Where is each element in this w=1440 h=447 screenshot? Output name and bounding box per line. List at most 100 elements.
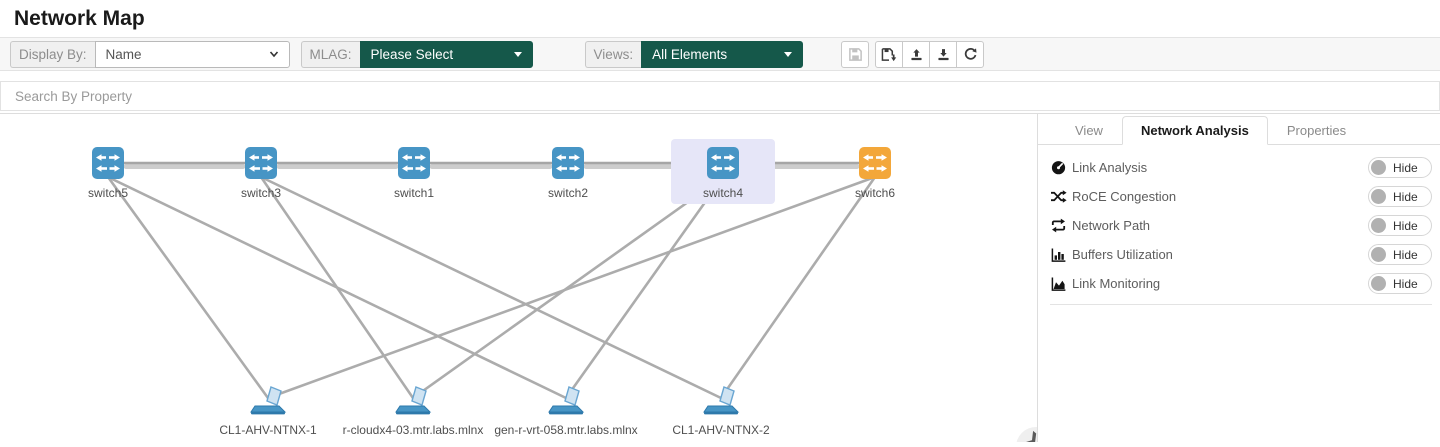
tab-properties[interactable]: Properties [1286,123,1347,138]
display-by-value: Name [105,46,142,62]
hide-toggle-network-path[interactable]: Hide [1368,215,1432,236]
switch-icon [707,147,739,184]
host-icon [248,386,288,421]
toggle-label: Hide [1393,189,1418,204]
toggle-knob [1371,218,1386,233]
panel-tabs: View Network Analysis Properties [1038,114,1440,145]
toggle-knob [1371,160,1386,175]
analysis-item-roce-congestion: RoCE Congestion Hide [1050,182,1432,211]
hide-toggle-roce-congestion[interactable]: Hide [1368,186,1432,207]
node-label: switch2 [547,186,588,200]
repeat-icon [1050,218,1072,233]
host-icon [546,386,586,421]
analysis-item-label: Link Monitoring [1072,276,1161,291]
mlag-group: MLAG: Please Select [300,40,533,68]
switch-icon [92,147,124,184]
node-switch2[interactable]: switch2 [516,139,620,200]
save-as-button[interactable] [875,40,904,68]
node-host2[interactable]: r-cloudx4-03.mtr.labs.mlnx [323,386,503,437]
analysis-item-network-path: Network Path Hide [1050,211,1432,240]
analysis-item-label: Link Analysis [1072,160,1148,175]
node-label: CL1-AHV-NTNX-2 [672,423,770,437]
analysis-item-buffers-utilization: Buffers Utilization Hide [1050,240,1432,269]
floppy-icon [848,47,863,62]
node-label: switch1 [393,186,434,200]
floppy-arrow-icon [881,47,897,62]
hide-toggle-buffers-utilization[interactable]: Hide [1368,244,1432,265]
node-switch4[interactable]: switch4 [671,139,775,204]
node-host4[interactable]: CL1-AHV-NTNX-2 [631,386,811,437]
hide-toggle-link-monitoring[interactable]: Hide [1368,273,1432,294]
toggle-label: Hide [1393,276,1418,291]
host-icon [701,386,741,421]
upload-button[interactable] [902,40,931,68]
chevron-down-icon [513,51,522,57]
save-button [841,40,870,68]
node-label: switch6 [854,186,895,200]
toggle-label: Hide [1393,247,1418,262]
download-button[interactable] [929,40,958,68]
node-label: CL1-AHV-NTNX-1 [219,423,317,437]
node-label: gen-r-vrt-058.mtr.labs.mlnx [494,423,638,437]
mlag-select[interactable]: Please Select [359,40,533,68]
search-input[interactable] [15,88,1439,104]
host-icon [393,386,433,421]
switch-icon [245,147,277,184]
analysis-item-label: RoCE Congestion [1072,189,1177,204]
node-host1[interactable]: CL1-AHV-NTNX-1 [178,386,358,437]
node-switch5[interactable]: switch5 [56,139,160,200]
display-by-label: Display By: [10,40,95,68]
analysis-item-link-monitoring: Link Monitoring Hide [1050,269,1432,298]
switch-icon [398,147,430,184]
workspace: ❯ switch5 switch3 switch1 switch2 switch4 swi… [0,113,1440,442]
node-label: switch4 [702,186,743,200]
toggle-label: Hide [1393,160,1418,175]
chevron-down-icon [784,51,793,57]
search-bar [0,81,1440,111]
display-by-group: Display By: Name [10,40,290,68]
shuffle-icon [1050,189,1072,204]
download-icon [936,47,951,62]
node-switch1[interactable]: switch1 [362,139,466,200]
toolbar: Display By: Name MLAG: Please Select Vie… [0,37,1440,71]
tab-network-analysis[interactable]: Network Analysis [1121,116,1268,145]
node-label: r-cloudx4-03.mtr.labs.mlnx [342,423,484,437]
analysis-item-label: Network Path [1072,218,1151,233]
chevron-down-icon [269,51,278,58]
toggle-knob [1371,189,1386,204]
area-chart-icon [1050,276,1072,292]
node-switch3[interactable]: switch3 [209,139,313,200]
topology-map: ❯ switch5 switch3 switch1 switch2 switch4 swi… [0,114,1038,442]
hide-toggle-link-analysis[interactable]: Hide [1368,157,1432,178]
page-title: Network Map [14,7,145,30]
mlag-label: MLAG: [300,40,360,68]
toggle-knob [1371,247,1386,262]
toolbar-buttons [841,40,985,68]
node-switch6[interactable]: switch6 [823,139,927,200]
switch-icon [552,147,584,184]
tab-view[interactable]: View [1075,123,1103,138]
toggle-label: Hide [1393,218,1418,233]
node-host3[interactable]: gen-r-vrt-058.mtr.labs.mlnx [476,386,656,437]
display-by-select[interactable]: Name [94,40,290,68]
gauge-icon [1050,159,1072,176]
analysis-item-link-analysis: Link Analysis Hide [1050,153,1432,182]
refresh-icon [963,47,978,62]
views-select[interactable]: All Elements [641,40,804,68]
refresh-button[interactable] [956,40,985,68]
analysis-item-label: Buffers Utilization [1072,247,1173,262]
side-panel: View Network Analysis Properties Link Anal… [1038,114,1440,442]
views-group: Views: All Elements [584,40,804,68]
chevron-right-icon: ❯ [1021,428,1038,442]
views-value: All Elements [652,46,728,62]
toggle-knob [1371,276,1386,291]
mlag-value: Please Select [370,46,454,62]
node-label: switch3 [240,186,281,200]
switch-icon [859,147,891,184]
node-label: switch5 [87,186,128,200]
bar-chart-icon [1050,247,1072,263]
topology-edges [106,161,877,400]
views-label: Views: [584,40,642,68]
